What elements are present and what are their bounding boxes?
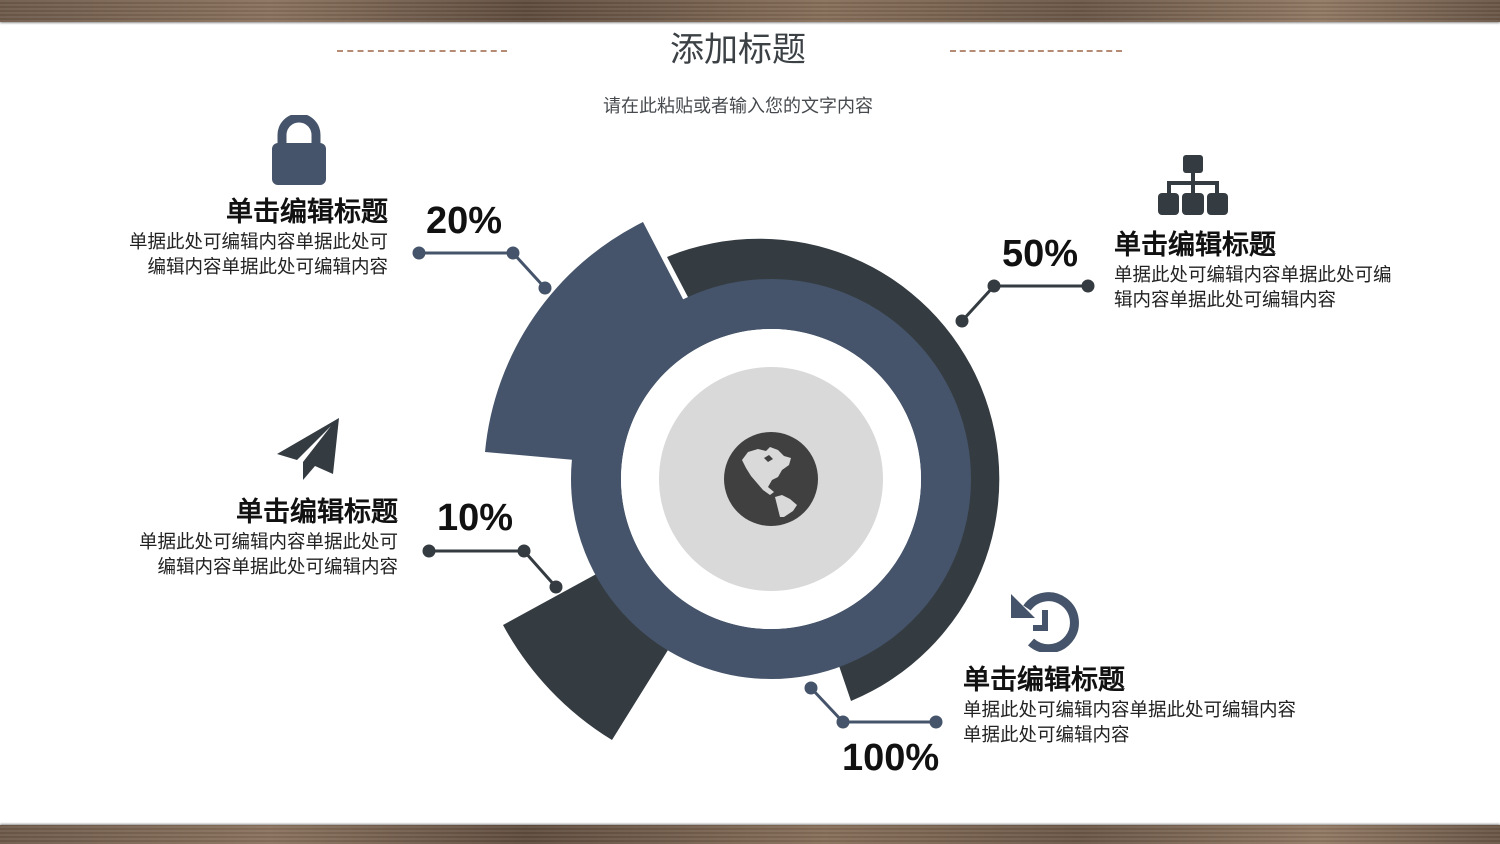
- block-heading[interactable]: 单击编辑标题: [1114, 230, 1276, 261]
- text-block-plane: 单击编辑标题 单据此处可编辑内容单据此处可编辑内容单据此处可编辑内容: [130, 496, 398, 580]
- block-heading[interactable]: 单击编辑标题: [236, 497, 398, 528]
- wood-frame-bottom: [0, 825, 1500, 844]
- connector-20: [412, 246, 552, 295]
- connector-10: [422, 544, 563, 594]
- segment-20-percent[interactable]: [485, 222, 684, 460]
- text-block-network: 单击编辑标题 单据此处可编辑内容单据此处可编辑内容单据此处可编辑内容: [1114, 229, 1394, 313]
- block-body[interactable]: 单据此处可编辑内容单据此处可编辑内容单据此处可编辑内容: [1114, 265, 1392, 311]
- connector-50: [955, 279, 1095, 328]
- slide-subtitle[interactable]: 请在此粘贴或者输入您的文字内容: [603, 96, 873, 117]
- percent-label-20: 20%: [426, 200, 503, 242]
- percent-label-10: 10%: [437, 497, 514, 539]
- text-block-lock: 单击编辑标题 单据此处可编辑内容单据此处可编辑内容单据此处可编辑内容: [120, 196, 388, 280]
- block-body[interactable]: 单据此处可编辑内容单据此处可编辑内容单据此处可编辑内容: [128, 232, 388, 278]
- lock-icon: [272, 115, 326, 185]
- connector-100: [804, 681, 943, 729]
- sitemap-icon: [1158, 155, 1228, 215]
- percent-label-50: 50%: [1002, 233, 1079, 275]
- block-body[interactable]: 单据此处可编辑内容单据此处可编辑内容单据此处可编辑内容: [138, 532, 398, 578]
- title-dash-right: [950, 50, 1122, 52]
- text-block-history: 单击编辑标题 单据此处可编辑内容单据此处可编辑内容单据此处可编辑内容: [963, 664, 1303, 748]
- block-body[interactable]: 单据此处可编辑内容单据此处可编辑内容单据此处可编辑内容: [963, 700, 1297, 746]
- block-heading[interactable]: 单击编辑标题: [226, 197, 388, 228]
- paper-plane-icon: [277, 418, 339, 480]
- globe-icon: [724, 432, 818, 526]
- block-heading[interactable]: 单击编辑标题: [963, 665, 1125, 696]
- wood-frame-top: [0, 0, 1500, 22]
- title-dash-left: [337, 50, 507, 52]
- percent-label-100: 100%: [842, 737, 940, 779]
- slide-title[interactable]: 添加标题: [670, 30, 806, 70]
- segment-100-percent[interactable]: [571, 279, 971, 679]
- history-icon: [1011, 592, 1079, 652]
